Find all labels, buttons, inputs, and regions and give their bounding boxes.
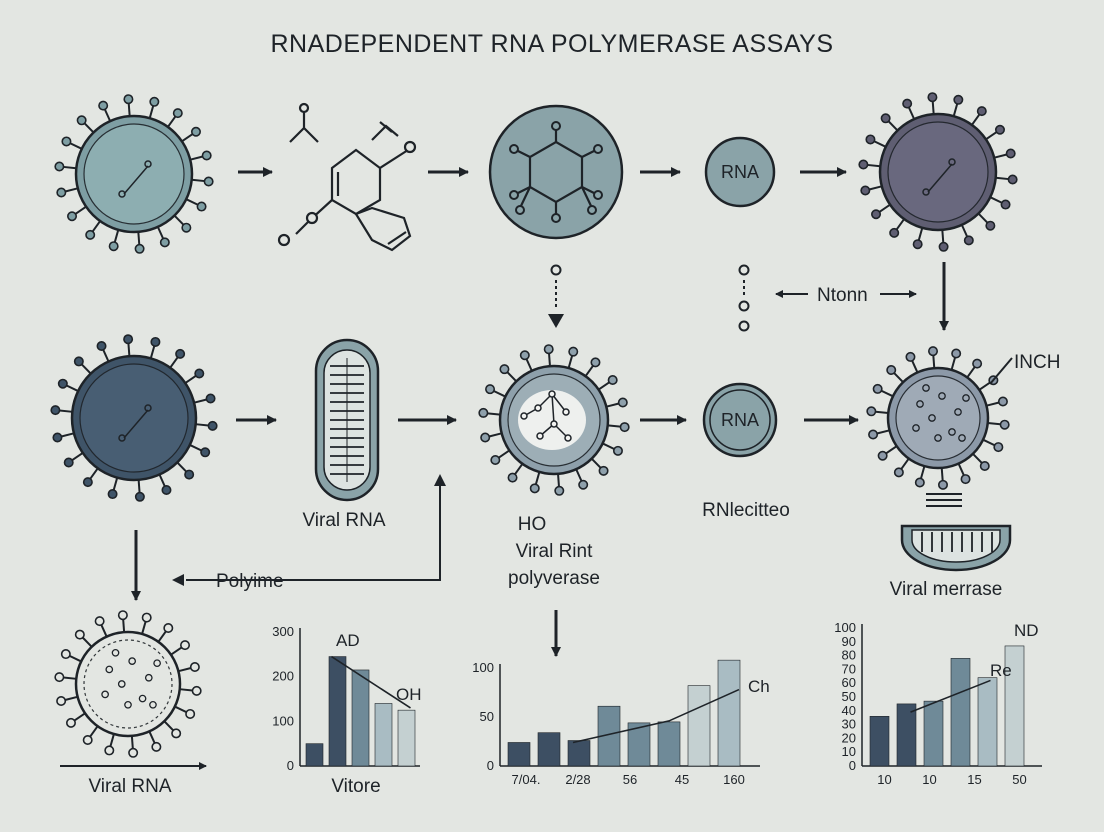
dotted-connector-right [738,264,750,332]
y-tick-label: 50 [842,689,856,704]
virus-polymerase-icon [478,344,630,496]
y-tick-label: 60 [842,675,856,690]
virus-icon-navy [50,334,218,502]
bar [896,703,917,767]
bar [567,740,591,767]
arrow-left [172,574,184,586]
y-tick-label: 200 [272,669,294,684]
bar [328,656,347,767]
ntonn-label: Ntonn [817,285,868,306]
trend-line [331,655,411,709]
inch-pointer [989,357,1013,385]
polyime-connector [200,478,441,581]
rna-node-top-label: RNA [721,162,759,182]
annotation-ad: AD [336,631,360,650]
bar [923,700,944,767]
x-tick-label: 10 [922,772,936,787]
bar [374,703,393,767]
hexagon-molecule-node [488,104,624,240]
bar [1004,645,1025,767]
ho-label: HO [518,514,547,535]
y-tick-label: 100 [272,713,294,728]
bar [977,677,998,767]
rna-node-top: RNA [704,136,776,208]
x-tick-label: 56 [623,772,637,787]
bar [717,659,741,767]
x-tick-label: 50 [1012,772,1026,787]
bar [869,716,890,767]
bar [657,721,681,767]
viral-rna-caption: Viral RNA [302,510,385,531]
rna-node-mid-label: RNA [721,410,759,430]
bar [397,709,416,767]
bar-chart-2: 0 50 100 7/04. 2/28 56 45 160 Ch [472,659,770,787]
y-tick-label: 30 [842,717,856,732]
chart-1-xlabel: Vitore [331,776,380,797]
trend-line [910,679,991,713]
x-tick-label: 160 [723,772,745,787]
bar [537,732,561,767]
y-tick-label: 0 [287,758,294,773]
virus-icon-teal [54,94,214,254]
dotted-connector-center [548,264,564,328]
inch-label: INCH [1014,352,1060,373]
viral-merrase-label: Viral merrase [890,579,1003,600]
polyime-label: Polyime [216,571,284,592]
molecule-structure-icon [277,102,417,252]
trend-line [572,688,740,744]
y-tick-label: 10 [842,744,856,759]
bar [305,743,324,767]
arrow-up [434,474,446,486]
annotation-oh: OH [396,685,422,704]
polyverase-label: polyverase [508,568,600,589]
annotation-re: Re [990,661,1012,680]
bar [950,658,971,767]
y-tick-label: 40 [842,703,856,718]
bar [687,685,711,767]
annotation-nd: ND [1014,621,1039,640]
y-tick-label: 0 [849,758,856,773]
annotation-ch: Ch [748,677,770,696]
bar [351,669,370,767]
half-capsule-icon [900,524,1012,572]
y-tick-label: 70 [842,661,856,676]
rna-capsule-icon [314,338,380,502]
x-tick-label: 7/04. [512,772,541,787]
bar-chart-1: 0 100 200 300 AD OH [272,624,421,773]
x-tick-label: 45 [675,772,689,787]
y-tick-label: 300 [272,624,294,639]
viral-rint-label: Viral Rint [516,541,593,562]
x-tick-label: 15 [967,772,981,787]
bar [627,722,651,767]
y-tick-label: 0 [487,758,494,773]
rna-node-mid: RNA [702,382,778,458]
x-tick-label: 2/28 [565,772,590,787]
bar [507,742,531,767]
stripes-icon [926,493,962,507]
y-tick-label: 80 [842,648,856,663]
y-tick-label: 100 [834,620,856,635]
virus-icon-purple [858,92,1018,252]
virus-icon-outline [54,610,202,758]
virus-icon-slate [866,346,1010,490]
diagram-title: RNADEPENDENT RNA POLYMERASE ASSAYS [271,30,834,58]
viral-rna-bottom-label: Viral RNA [88,776,171,797]
x-tick-label: 10 [877,772,891,787]
y-tick-label: 90 [842,634,856,649]
y-tick-label: 100 [472,660,494,675]
y-tick-label: 20 [842,730,856,745]
y-tick-label: 50 [480,709,494,724]
rnlecitteo-label: RNlecitteo [702,500,790,521]
